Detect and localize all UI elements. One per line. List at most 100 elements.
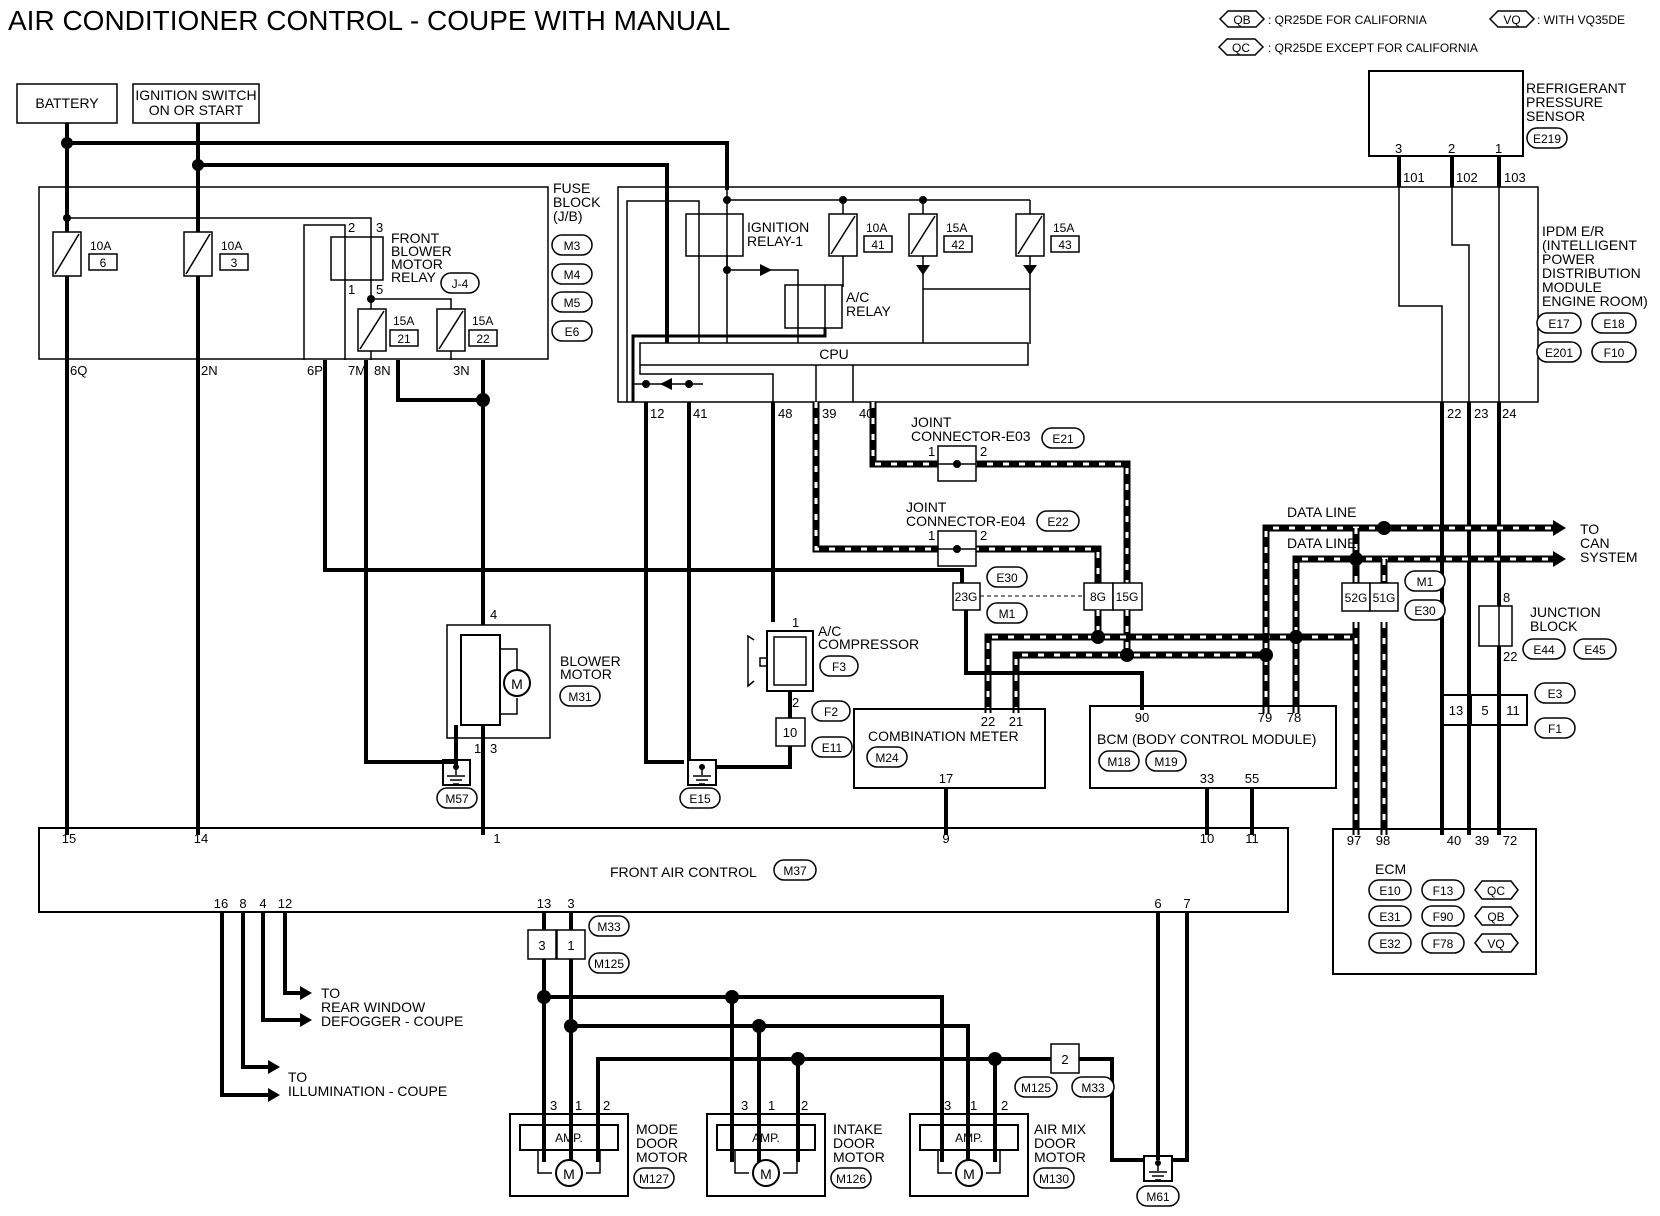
legend: QB : QR25DE FOR CALIFORNIA QC : QR25DE E…: [1217, 10, 1625, 56]
connector-23g: 23G E30 M1: [952, 566, 1028, 624]
svg-text:(INTELLIGENT: (INTELLIGENT: [1542, 237, 1637, 253]
svg-text:J-4: J-4: [452, 277, 469, 291]
arrow-icon: [300, 986, 312, 1000]
fuse-15a-43: 15A 43: [1015, 213, 1080, 257]
svg-text:8: 8: [239, 896, 246, 911]
svg-text:: WITH VQ35DE: : WITH VQ35DE: [1537, 13, 1625, 27]
svg-text:10: 10: [783, 725, 797, 740]
svg-text:2: 2: [792, 695, 799, 710]
svg-text:15A: 15A: [1053, 221, 1074, 235]
svg-text:E15: E15: [689, 792, 711, 806]
svg-text:2: 2: [603, 1098, 610, 1113]
svg-text:M18: M18: [1107, 755, 1131, 769]
ground-m57: M57: [436, 759, 478, 809]
svg-text:BLOCK: BLOCK: [553, 194, 601, 210]
svg-text:101: 101: [1403, 170, 1425, 185]
svg-text:1: 1: [768, 1098, 775, 1113]
svg-text:M57: M57: [445, 792, 469, 806]
svg-text:PRESSURE: PRESSURE: [1526, 94, 1603, 110]
svg-text:3: 3: [741, 1098, 748, 1113]
svg-text:DEFOGGER - COUPE: DEFOGGER - COUPE: [321, 1013, 463, 1029]
svg-text:9: 9: [942, 831, 949, 846]
svg-text:E11: E11: [822, 741, 843, 755]
svg-text:FUSE: FUSE: [553, 180, 590, 196]
svg-text:REFRIGERANT: REFRIGERANT: [1526, 80, 1627, 96]
svg-text:10A: 10A: [221, 239, 242, 253]
svg-text:39: 39: [822, 406, 836, 421]
svg-text:M19: M19: [1154, 755, 1178, 769]
svg-text:M1: M1: [999, 607, 1016, 621]
svg-text:M61: M61: [1146, 1190, 1170, 1204]
svg-text:90: 90: [1135, 710, 1149, 725]
svg-text:2N: 2N: [201, 363, 218, 378]
can-line-e03: [869, 402, 1131, 595]
svg-text:ILLUMINATION - COUPE: ILLUMINATION - COUPE: [288, 1083, 447, 1099]
svg-text:AMP.: AMP.: [555, 1131, 583, 1145]
svg-text:1: 1: [928, 528, 935, 543]
svg-text:IGNITION: IGNITION: [747, 219, 809, 235]
svg-text:52G: 52G: [1345, 591, 1368, 605]
svg-text:M126: M126: [836, 1172, 866, 1186]
ground-e15: E15: [679, 759, 721, 809]
svg-text:M33: M33: [597, 920, 621, 934]
wire-23g-bcm90: [964, 610, 1144, 710]
svg-text:2: 2: [348, 220, 355, 235]
svg-text:A/C: A/C: [818, 623, 841, 639]
svg-text:M125: M125: [594, 957, 624, 971]
svg-text:ENGINE ROOM): ENGINE ROOM): [1542, 293, 1648, 309]
svg-text:72: 72: [1503, 833, 1517, 848]
svg-text:3: 3: [550, 1098, 557, 1113]
svg-text:M: M: [511, 676, 523, 692]
svg-text:E32: E32: [1379, 937, 1401, 951]
svg-text:M31: M31: [568, 690, 592, 704]
svg-text:1: 1: [928, 444, 935, 459]
junction-block: 8 22 JUNCTION BLOCK E44 E45: [1478, 590, 1617, 664]
svg-text:48: 48: [778, 406, 792, 421]
svg-text:16: 16: [214, 896, 228, 911]
svg-text:SENSOR: SENSOR: [1526, 108, 1585, 124]
svg-text:ECM: ECM: [1375, 861, 1406, 877]
svg-text:E17: E17: [1548, 317, 1570, 331]
intake-door-motor: AMP. M 3 1 2 INTAKE DOOR MOTOR M126: [706, 1098, 885, 1197]
svg-text:E21: E21: [1052, 432, 1074, 446]
arrow-icon: [268, 1088, 280, 1102]
joint-connector-e04: JOINT CONNECTOR-E04 E22 1 2: [906, 499, 1080, 567]
diode-icon: [760, 264, 772, 276]
svg-text:10A: 10A: [90, 239, 111, 253]
svg-text:TO: TO: [288, 1069, 307, 1085]
svg-text:: QR25DE FOR CALIFORNIA: : QR25DE FOR CALIFORNIA: [1268, 13, 1427, 27]
svg-text:E45: E45: [1584, 643, 1606, 657]
svg-text:3N: 3N: [453, 363, 470, 378]
svg-text:MODULE: MODULE: [1542, 279, 1602, 295]
svg-text:13: 13: [537, 896, 551, 911]
svg-text:CAN: CAN: [1580, 535, 1610, 551]
svg-text:22: 22: [981, 714, 995, 729]
fuse-15a-21: 15A 21: [357, 308, 419, 352]
svg-text:4: 4: [490, 607, 497, 622]
svg-text:BLOWER: BLOWER: [391, 243, 452, 259]
illumination-label: TO ILLUMINATION - COUPE: [288, 1069, 447, 1099]
svg-text:SYSTEM: SYSTEM: [1580, 549, 1638, 565]
svg-text:15A: 15A: [393, 314, 414, 328]
svg-text:DISTRIBUTION: DISTRIBUTION: [1542, 265, 1641, 281]
bcm: 90 79 78 BCM (BODY CONTROL MODULE) M18 M…: [1089, 705, 1337, 789]
wire-3n-blower: [396, 360, 485, 625]
svg-text:6P: 6P: [307, 363, 323, 378]
svg-text:1: 1: [493, 831, 500, 846]
svg-text:MOTOR: MOTOR: [560, 666, 612, 682]
arrow-icon: [1553, 551, 1566, 567]
wire-12-gnd: [644, 402, 684, 764]
svg-text:10: 10: [1200, 831, 1214, 846]
arrow-icon: [268, 1060, 280, 1074]
svg-text:M4: M4: [564, 268, 581, 282]
svg-text:M: M: [563, 1166, 575, 1182]
ipdm-box: [617, 186, 1539, 403]
svg-text:12: 12: [278, 896, 292, 911]
svg-text:A/C: A/C: [846, 289, 869, 305]
svg-text:3: 3: [376, 220, 383, 235]
svg-text:11: 11: [1506, 703, 1520, 718]
svg-text:DOOR: DOOR: [833, 1135, 875, 1151]
svg-text:14: 14: [194, 831, 208, 846]
ecm-row-qc: E10 F13 QC: [1368, 879, 1519, 901]
ipdm-bottom-pins: 12 41 48 39 40: [650, 406, 873, 421]
